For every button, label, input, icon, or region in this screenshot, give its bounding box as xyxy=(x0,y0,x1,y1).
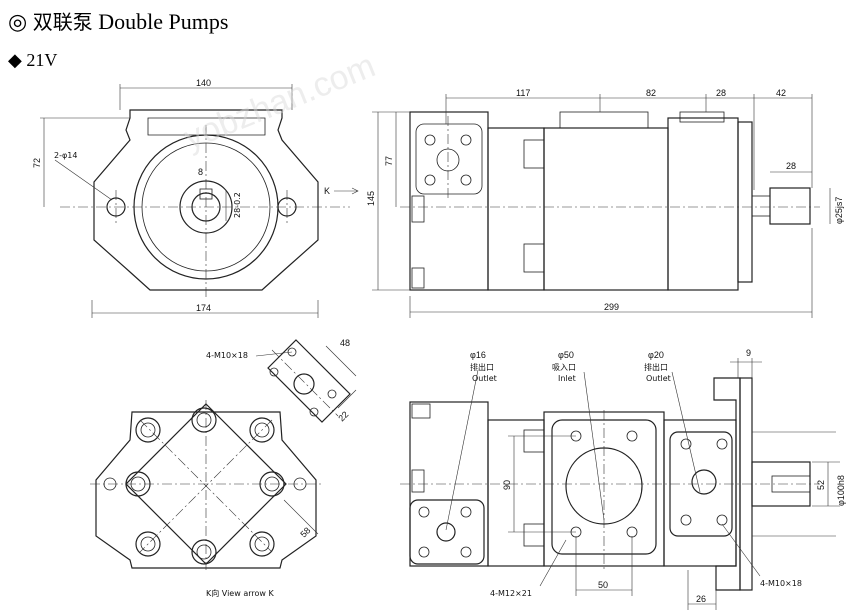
outlet1-en: Outlet xyxy=(472,374,497,383)
diamond-icon: ◆ xyxy=(8,50,22,70)
dim-26: 26 xyxy=(696,594,706,604)
dim-58: 58 xyxy=(298,525,312,539)
inlet-diameter: φ50 xyxy=(558,350,574,360)
inlet-en: Inlet xyxy=(558,374,576,383)
model-label: ◆ 21V xyxy=(8,50,57,71)
outlet1-zh: 排出口 xyxy=(470,362,494,372)
ports-view: φ16 排出口 Outlet φ50 吸入口 Inlet φ20 排出口 Out… xyxy=(400,348,846,610)
watermark: yobzhan.com xyxy=(179,46,381,157)
inlet-zh: 吸入口 xyxy=(552,363,576,372)
label-holes: 2-φ14 xyxy=(54,151,77,160)
outlet1-diameter: φ16 xyxy=(470,350,486,360)
dim-140: 140 xyxy=(196,78,211,88)
title-english: Double Pumps xyxy=(98,9,229,34)
dim-48: 48 xyxy=(340,338,350,348)
dim-299: 299 xyxy=(604,302,619,312)
model-number: 21V xyxy=(26,50,58,70)
dim-key-depth: 28-0.2 xyxy=(233,192,242,218)
page-title: ◎ 双联泵 Double Pumps xyxy=(8,6,228,35)
dim-77: 77 xyxy=(384,156,394,166)
dim-82: 82 xyxy=(646,88,656,98)
dim-42: 42 xyxy=(776,88,786,98)
shaft-diameter: φ25js7 xyxy=(834,197,844,224)
dim-key-8: 8 xyxy=(198,167,203,177)
outlet2-diameter: φ20 xyxy=(648,350,664,360)
label-k: K xyxy=(324,186,330,196)
dim-90: 90 xyxy=(502,480,512,490)
pilot-diameter: φ100h8 xyxy=(836,475,846,506)
dim-145: 145 xyxy=(366,191,376,206)
outlet2-zh: 排出口 xyxy=(644,362,668,372)
dim-174: 174 xyxy=(196,303,211,313)
side-view: 117 82 28 42 77 145 28 φ25js7 299 xyxy=(366,88,844,318)
k-view-caption: K向 View arrow K xyxy=(206,588,274,598)
dim-72: 72 xyxy=(32,158,42,168)
dim-22: 22 xyxy=(336,409,350,423)
title-symbol: ◎ xyxy=(8,9,28,34)
dim-28-top: 28 xyxy=(716,88,726,98)
outlet-threads: 4-M10×18 xyxy=(760,579,802,588)
dim-50: 50 xyxy=(598,580,608,590)
title-chinese: 双联泵 xyxy=(32,10,93,34)
k-view: 4-M10×18 48 22 58 K向 View arrow K xyxy=(90,338,357,598)
outlet2-en: Outlet xyxy=(646,374,671,383)
dim-117: 117 xyxy=(516,88,530,98)
dim-52: 52 xyxy=(816,480,826,490)
front-view: 140 72 2-φ14 8 28-0.2 174 K xyxy=(32,78,359,318)
label-k-threads: 4-M10×18 xyxy=(206,351,248,360)
dim-28-shaft: 28 xyxy=(786,161,796,171)
inlet-threads: 4-M12×21 xyxy=(490,589,532,598)
dim-9: 9 xyxy=(746,348,751,358)
